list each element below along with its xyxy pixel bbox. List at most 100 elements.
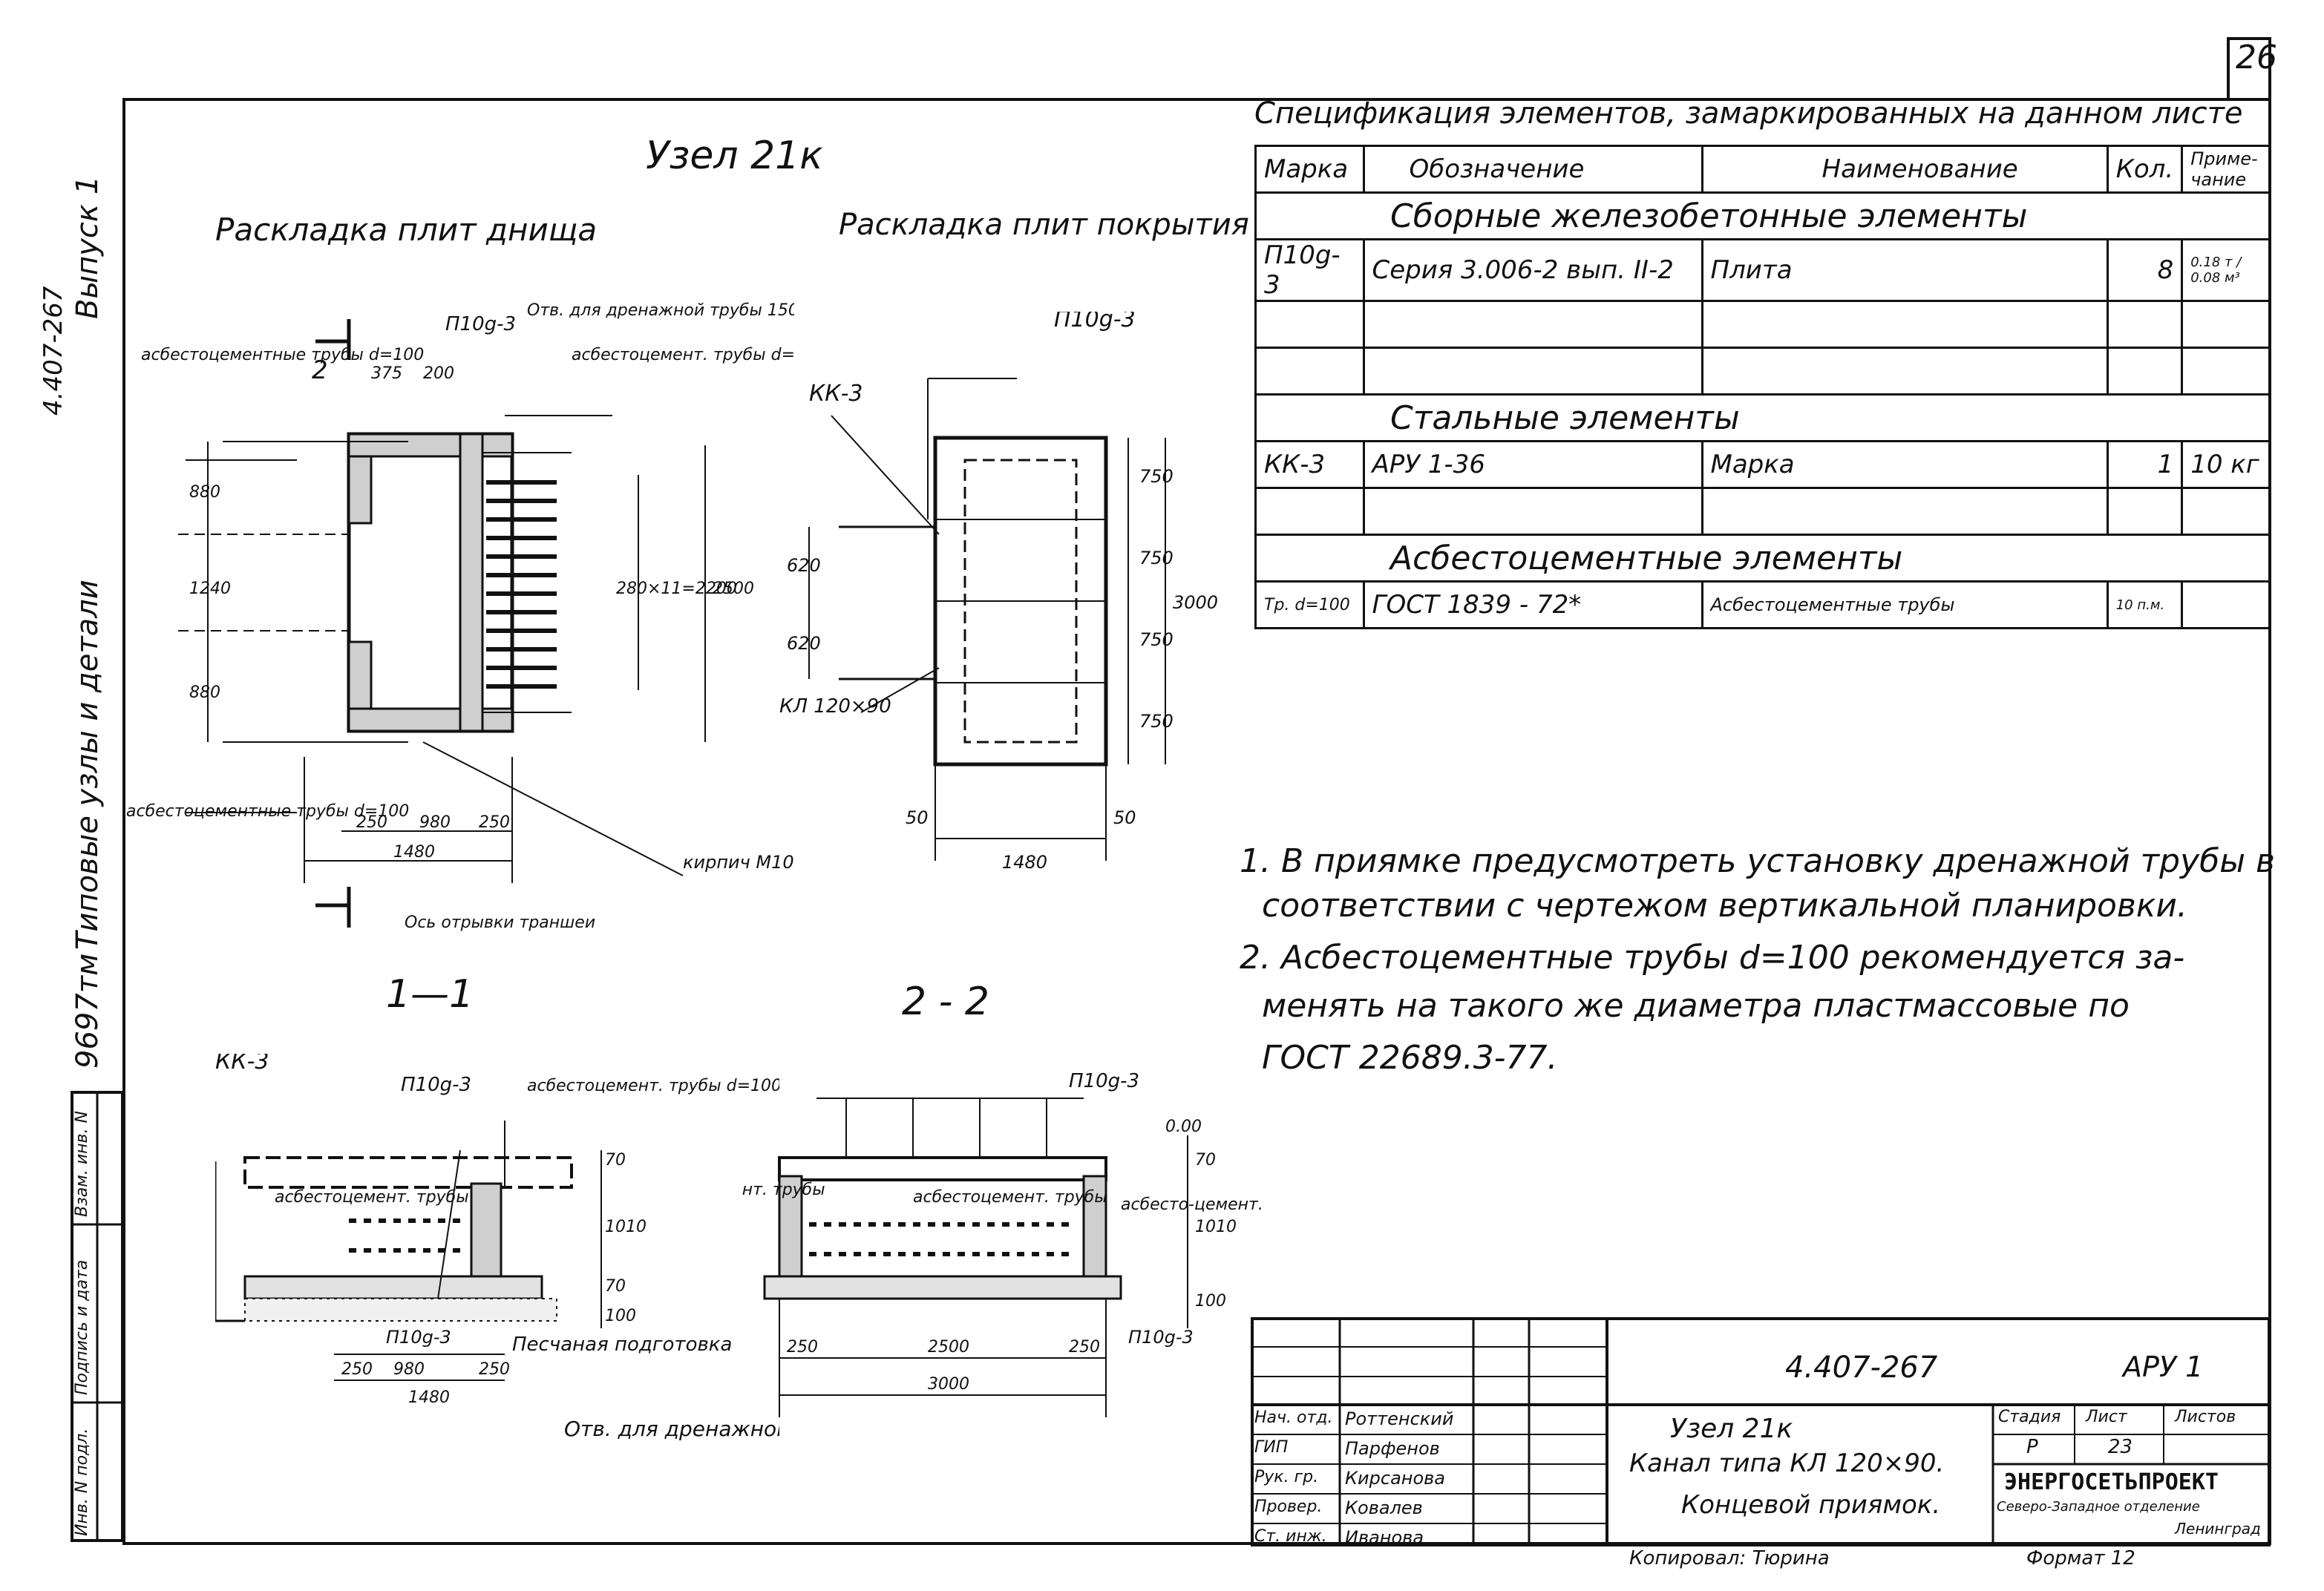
- note-line-1: 1. В приямке предусмотреть установку дре…: [1240, 842, 2275, 880]
- album-code: АРУ 1: [2123, 1351, 2204, 1383]
- side-stamp: 4.407-267: [39, 286, 68, 416]
- spec-cell: Плита: [1701, 238, 2109, 302]
- s2-slab: П10g-3: [1069, 1070, 1139, 1092]
- spec-section-steel: Стальные элементы: [1254, 393, 2271, 442]
- bp-dim-3: 1240: [189, 580, 231, 598]
- section-1-drawing: КК-3 П10g-3 асбестоцемент. трубы d=100 а…: [215, 1054, 779, 1441]
- spec-row: КК-3 АРУ 1-36 Марка 1 10 кг: [1254, 440, 2271, 489]
- bp-asb-bottom: асбестоцементные трубы d=100: [126, 802, 409, 821]
- spec-section-rc: Сборные железобетонные элементы: [1254, 191, 2271, 240]
- spec-table: Марка Обозначение Наименование Кол. Прим…: [1254, 145, 2271, 629]
- s2-asb-right: асбесто-цемент. трубы: [1121, 1195, 1262, 1214]
- top-plan-title: Раскладка плит покрытия: [839, 208, 1249, 242]
- drawing-frame: [122, 98, 2271, 1545]
- bp-mark-2-top: 2: [312, 355, 328, 385]
- s1-slab: П10g-3: [401, 1074, 471, 1096]
- s2-level: 0.00: [1165, 1118, 1202, 1136]
- sheet-number-box: [2227, 37, 2271, 101]
- spec-header-designation: Обозначение: [1362, 145, 1703, 194]
- note-line-3: 2. Асбестоцементные трубы d=100 рекоменд…: [1240, 939, 2185, 977]
- inventory-number: 9697тм: [71, 953, 105, 1069]
- spec-cell: Асбестоцементные трубы: [1701, 580, 2109, 629]
- spec-cell: 8: [2106, 238, 2184, 302]
- spec-cell: Марка: [1701, 440, 2109, 489]
- bp-asb-left: асбестоцементные трубы d=100: [141, 346, 424, 364]
- bp-dim-9: 2500: [713, 580, 754, 598]
- spec-header-qty: Кол.: [2106, 145, 2184, 194]
- s1-dim-2: 250: [479, 1360, 510, 1379]
- bp-dim-1: 200: [423, 364, 454, 383]
- spec-cell: 1: [2106, 440, 2184, 489]
- role-0: Нач. отд.: [1254, 1408, 1333, 1427]
- org-sub: Северо-Западное отделение: [1997, 1499, 2200, 1515]
- bottom-plan-title: Раскладка плит днища: [215, 211, 598, 248]
- sheet-value: 23: [2108, 1436, 2133, 1458]
- s1-dim-4: 70: [605, 1151, 626, 1170]
- bp-slab-label: П10g-3: [445, 313, 516, 335]
- s1-hole: Отв. для дренажной трубы 150×150: [564, 1417, 779, 1441]
- side-field-signature: Подпись и дата: [73, 1259, 91, 1395]
- name-1: Парфенов: [1345, 1438, 1440, 1459]
- note-line-4: менять на такого же диаметра пластмассов…: [1262, 987, 2130, 1025]
- section-2-title: 2 - 2: [902, 980, 989, 1024]
- tp-kk-label: КК-3: [809, 381, 863, 407]
- spec-header-mark: Марка: [1254, 145, 1365, 194]
- tp-dim-2: 750: [1139, 466, 1174, 487]
- side-title: Типовые узлы и детали: [71, 580, 105, 950]
- name-4: Иванова: [1345, 1527, 1424, 1548]
- s1-dim-6: 70: [605, 1277, 626, 1296]
- bp-dim-6: 980: [419, 813, 451, 832]
- doc-code: 4.407-267: [1785, 1351, 1938, 1385]
- spec-row: [1254, 347, 2271, 396]
- spec-row: [1254, 487, 2271, 536]
- copied-by: Копировал: Тюрина: [1629, 1547, 1830, 1569]
- tp-channel: КЛ 120×90: [779, 695, 891, 718]
- s2-slab-bottom: П10g-3: [1128, 1327, 1194, 1348]
- spec-cell: П10g-3: [1254, 238, 1365, 302]
- spec-row: П10g-3 Серия 3.006-2 вып. II-2 Плита 8 0…: [1254, 238, 2271, 302]
- spec-row: [1254, 300, 2271, 349]
- spec-section-row: Сборные железобетонные элементы: [1254, 191, 2271, 240]
- name-2: Кирсанова: [1345, 1468, 1445, 1489]
- section-2-drawing: П10g-3 0.00 асбестоцемент. трубы асбесто…: [742, 1070, 1262, 1417]
- bp-dim-0: 375: [371, 364, 402, 383]
- tp-dim-7: 50: [906, 807, 929, 828]
- drawing-title-3: Концевой приямок.: [1681, 1490, 1941, 1520]
- bp-brick: кирпич М100 на растворе М50: [683, 852, 794, 873]
- s2-asb-mid: асбестоцемент. трубы: [913, 1188, 1107, 1207]
- spec-cell: Серия 3.006-2 вып. II-2: [1362, 238, 1703, 302]
- spec-title: Спецификация элементов, замаркированных …: [1254, 96, 2243, 131]
- side-series: Выпуск 1: [71, 175, 105, 319]
- stage-label: Стадия: [1998, 1408, 2061, 1426]
- org-name: ЭНЕРГОСЕТЬПРОЕКТ: [2004, 1469, 2219, 1495]
- name-0: Роттенский: [1345, 1408, 1454, 1429]
- sheet-format: Формат 12: [2026, 1547, 2135, 1569]
- spec-header-row: Марка Обозначение Наименование Кол. Прим…: [1254, 145, 2271, 194]
- title-block-frame: [1251, 1317, 2271, 1546]
- s2-dim-1: 2500: [928, 1338, 969, 1357]
- bp-drain-hole: Отв. для дренажной трубы 150×150: [527, 301, 794, 320]
- s1-asb-top: асбестоцемент. трубы d=100: [527, 1077, 779, 1095]
- role-1: ГИП: [1254, 1438, 1289, 1457]
- stage-value: Р: [2026, 1436, 2038, 1458]
- bp-dim-5: 250: [356, 813, 387, 832]
- role-4: Ст. инж.: [1254, 1527, 1327, 1546]
- spec-cell: 10 кг: [2181, 440, 2271, 489]
- s1-dim-7: 100: [605, 1307, 636, 1325]
- tp-dim-9: 50: [1113, 807, 1136, 828]
- name-3: Ковалев: [1345, 1497, 1423, 1518]
- bp-dim-8: 1480: [393, 843, 435, 862]
- bottom-plan-drawing: 2 П10g-3 Отв. для дренажной трубы 150×15…: [126, 301, 794, 932]
- top-plan-drawing: П10g-3 КК-3 КЛ 120×90 620 620 750 750 75…: [779, 312, 1218, 873]
- drawing-title-1: Узел 21к: [1670, 1414, 1793, 1444]
- bp-dim-7: 250: [479, 813, 510, 832]
- spec-header-note: Приме-чание: [2181, 145, 2271, 194]
- s1-asb-left: асбестоцемент. трубы: [275, 1188, 469, 1207]
- bp-dim-10: 280×11=2200: [616, 580, 737, 598]
- tp-dim-8: 1480: [1002, 852, 1047, 873]
- sheet-number: 26: [2236, 39, 2277, 76]
- spec-section-row: Асбестоцементные элементы: [1254, 534, 2271, 583]
- drawing-title-2: Канал типа КЛ 120×90.: [1629, 1449, 1945, 1478]
- role-3: Провер.: [1254, 1497, 1323, 1516]
- tp-dim-1: 620: [787, 633, 821, 654]
